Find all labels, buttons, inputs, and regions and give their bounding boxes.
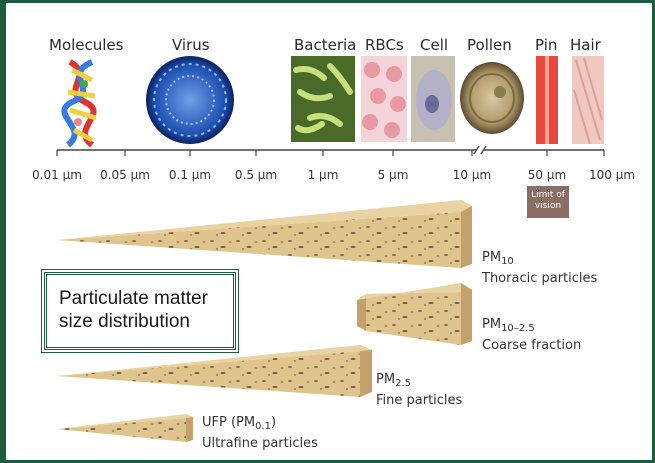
object-label-pollen: Pollen <box>467 36 512 54</box>
pollen-image-icon <box>460 62 524 134</box>
tick-label: 5 µm <box>378 168 409 182</box>
ufp-label: UFP (PM0.1) Ultrafine particles <box>202 414 318 452</box>
pin-image-icon <box>536 56 558 144</box>
pm-description: Coarse fraction <box>482 337 581 354</box>
pm-code: PM10–2.5 <box>482 316 581 337</box>
title-line: size distribution <box>59 310 208 333</box>
tick-label: 0.05 µm <box>100 168 150 182</box>
object-label-rbcs: RBCs <box>365 36 404 54</box>
title-box: Particulate matter size distribution <box>44 272 236 350</box>
pm2.5-wedge <box>57 345 372 397</box>
pm-description: Fine particles <box>376 392 462 409</box>
tick-label: 1 µm <box>308 168 339 182</box>
pm2.5-label: PM2.5 Fine particles <box>376 371 462 409</box>
pm10-wedge <box>57 200 472 268</box>
object-label-molecules: Molecules <box>49 36 123 54</box>
bacteria-image-icon <box>291 56 355 142</box>
tick-label: 0.01 µm <box>32 168 82 182</box>
pm10-2.5-wedge <box>357 283 472 345</box>
tick-label: 10 µm <box>453 168 491 182</box>
object-label-virus: Virus <box>172 36 210 54</box>
tick-label: 0.1 µm <box>169 168 211 182</box>
molecule-dna-icon <box>64 62 96 145</box>
red-blood-cells-icon <box>361 56 407 142</box>
object-label-hair: Hair <box>570 36 601 54</box>
tick-label: 50 µm <box>528 168 566 182</box>
object-label-bacteria: Bacteria <box>294 36 356 54</box>
hair-image-icon <box>572 56 604 144</box>
page-title: Particulate matter size distribution <box>59 287 208 333</box>
pm-description: Ultrafine particles <box>202 435 318 452</box>
size-scale-axis <box>57 146 604 156</box>
limit-of-vision-badge: Limit of vision <box>527 186 569 218</box>
pm10-2.5-label: PM10–2.5 Coarse fraction <box>482 316 581 354</box>
pm-code: PM2.5 <box>376 371 462 392</box>
title-line: Particulate matter <box>59 287 208 310</box>
pm10-label: PM10 Thoracic particles <box>482 249 597 287</box>
virus-image-icon <box>146 56 234 144</box>
object-label-cell: Cell <box>420 36 448 54</box>
ufp-wedge <box>57 414 193 442</box>
object-label-pin: Pin <box>535 36 557 54</box>
pm-code: UFP (PM0.1) <box>202 414 318 435</box>
pm-description: Thoracic particles <box>482 270 597 287</box>
pm-code: PM10 <box>482 249 597 270</box>
tick-label: 100 µm <box>589 168 635 182</box>
cell-image-icon <box>411 56 455 142</box>
tick-label: 0.5 µm <box>235 168 277 182</box>
